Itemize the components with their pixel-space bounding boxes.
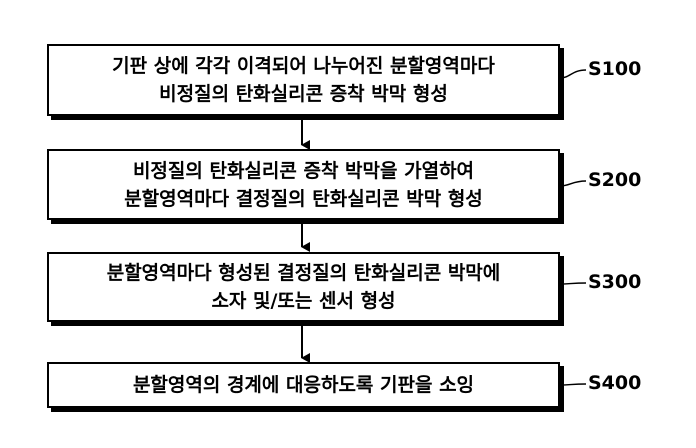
step-s100-line-2: 비정질의 탄화실리콘 증착 박막 형성: [159, 83, 448, 105]
leader-s200: [559, 180, 587, 187]
step-box-s400: 분할영역의 경계에 대응하도록 기판을 소잉: [47, 362, 560, 408]
step-label-s300: S300: [588, 271, 642, 293]
leader-s100: [559, 69, 587, 79]
step-s300-line-1: 분할영역마다 형성된 결정질의 탄화실리콘 박막에: [106, 262, 501, 284]
step-label-s200: S200: [588, 169, 642, 191]
leader-s300: [559, 282, 587, 285]
step-box-s100: 기판 상에 각각 이격되어 나누어진 분할영역마다 비정질의 탄화실리콘 증착 …: [47, 44, 560, 116]
step-label-s100: S100: [588, 58, 642, 80]
step-s200-line-2: 분할영역마다 결정질의 탄화실리콘 박막 형성: [124, 187, 483, 210]
step-s300-line-2: 소자 및/또는 센서 형성: [211, 290, 396, 312]
step-s100-line-1: 기판 상에 각각 이격되어 나누어진 분할영역마다: [112, 55, 495, 77]
step-s400-line-1: 분할영역의 경계에 대응하도록 기판을 소잉: [132, 374, 475, 396]
step-s200-line-1: 비정질의 탄화실리콘 증착 박막을 가열하여: [132, 159, 475, 182]
step-box-s300: 분할영역마다 형성된 결정질의 탄화실리콘 박막에 소자 및/또는 센서 형성: [47, 252, 560, 322]
step-label-s400: S400: [588, 372, 642, 394]
step-box-s200: 비정질의 탄화실리콘 증착 박막을 가열하여 분할영역마다 결정질의 탄화실리콘…: [47, 149, 560, 220]
leader-s400: [559, 383, 587, 386]
